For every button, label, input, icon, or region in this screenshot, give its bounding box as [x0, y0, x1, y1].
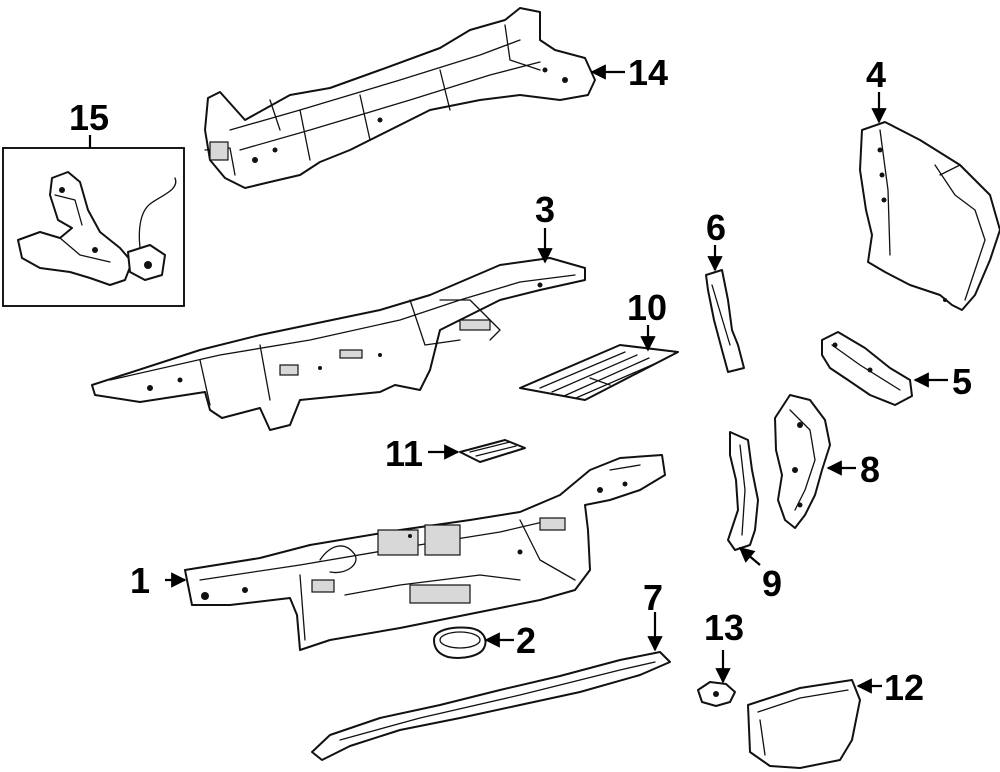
part-4-fender-liner — [859, 121, 1000, 311]
callout-5: 5 — [952, 361, 972, 402]
callout-6: 6 — [706, 207, 726, 248]
callout-9: 9 — [762, 563, 782, 604]
part-10-step-plate — [519, 344, 679, 401]
callout-11: 11 — [385, 433, 423, 474]
part-15-inset — [2, 147, 185, 307]
part-11-pad — [459, 439, 526, 463]
callout-14: 14 — [628, 52, 668, 93]
part-6-bracket — [705, 269, 745, 373]
part-13-clip — [697, 681, 736, 707]
callout-10: 10 — [627, 287, 667, 328]
part-8-bracket — [774, 394, 831, 529]
callout-12: 12 — [884, 667, 924, 708]
leader-9 — [738, 547, 761, 566]
callout-13: 13 — [704, 607, 744, 648]
part-3-frame-rail — [91, 257, 586, 431]
part-12-cover — [747, 679, 861, 769]
callout-7: 7 — [643, 577, 663, 618]
part-9-brace — [727, 431, 759, 551]
callout-2: 2 — [516, 620, 536, 661]
callout-4: 4 — [866, 54, 886, 95]
part-7-trim-strip — [311, 651, 671, 761]
callout-3: 3 — [535, 189, 555, 230]
callout-15: 15 — [69, 97, 109, 138]
part-1-rear-panel — [184, 454, 666, 651]
callout-1: 1 — [130, 560, 150, 601]
callout-8: 8 — [860, 449, 880, 490]
part-14-frame-crossmember — [204, 7, 596, 189]
part-2-plug — [433, 626, 487, 659]
part-5-bracket — [821, 331, 913, 406]
